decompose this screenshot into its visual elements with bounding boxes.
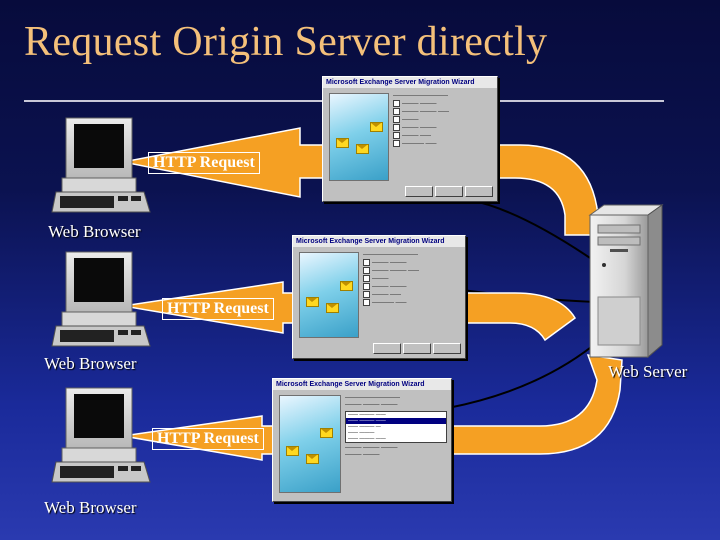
- tower-server-icon: [590, 205, 662, 357]
- web-browser-label-2: Web Browser: [44, 354, 137, 374]
- cancel-button[interactable]: [433, 343, 461, 354]
- http-request-label-3: HTTP Request: [152, 428, 264, 450]
- http-request-label-2: HTTP Request: [162, 298, 274, 320]
- checkbox[interactable]: [363, 267, 370, 274]
- envelope-icon: [306, 454, 319, 464]
- checkbox[interactable]: [393, 108, 400, 115]
- envelope-icon: [320, 428, 333, 438]
- dialog-title: Microsoft Exchange Server Migration Wiza…: [323, 77, 497, 88]
- wizard-dialog-2: Microsoft Exchange Server Migration Wiza…: [292, 235, 466, 359]
- checkbox[interactable]: [393, 116, 400, 123]
- envelope-icon: [356, 144, 369, 154]
- web-browser-label-1: Web Browser: [48, 222, 141, 242]
- checkbox[interactable]: [393, 132, 400, 139]
- envelope-icon: [336, 138, 349, 148]
- http-request-label-1: HTTP Request: [148, 152, 260, 174]
- next-button[interactable]: [435, 186, 463, 197]
- wizard-artwork: [279, 395, 341, 493]
- envelope-icon: [286, 446, 299, 456]
- wizard-artwork: [329, 93, 389, 181]
- dialog-content: —————————— ——— ——— ——— ——— —— ——— ——— ——…: [393, 93, 493, 148]
- checkbox[interactable]: [393, 100, 400, 107]
- checkbox[interactable]: [363, 283, 370, 290]
- checkbox[interactable]: [393, 124, 400, 131]
- checkbox[interactable]: [393, 140, 400, 147]
- desktop-computer-icon: [52, 252, 150, 346]
- wizard-artwork: [299, 252, 359, 338]
- web-browser-label-3: Web Browser: [44, 498, 137, 518]
- next-button[interactable]: [403, 343, 431, 354]
- dialog-content: —————————— ——— ——— ——— —— ——— —— —— ——— …: [345, 395, 447, 459]
- migration-list[interactable]: —— ——— —— —— ——— —— —— ——— — —— ——— —— —…: [345, 411, 447, 443]
- cancel-button[interactable]: [465, 186, 493, 197]
- back-button[interactable]: [373, 343, 401, 354]
- content-line: ——————————: [393, 93, 493, 100]
- envelope-icon: [340, 281, 353, 291]
- dialog-title: Microsoft Exchange Server Migration Wiza…: [293, 236, 465, 247]
- back-button[interactable]: [405, 186, 433, 197]
- checkbox[interactable]: [363, 275, 370, 282]
- wizard-dialog-3: Microsoft Exchange Server Migration Wiza…: [272, 378, 452, 502]
- envelope-icon: [326, 303, 339, 313]
- envelope-icon: [306, 297, 319, 307]
- checkbox[interactable]: [363, 291, 370, 298]
- dialog-content: —————————— ——— ——— ——— ——— —— ——— ——— ——…: [363, 252, 461, 307]
- dialog-title: Microsoft Exchange Server Migration Wiza…: [273, 379, 451, 390]
- connector-line-3: [448, 340, 600, 408]
- wizard-dialog-1: Microsoft Exchange Server Migration Wiza…: [322, 76, 498, 202]
- envelope-icon: [370, 122, 383, 132]
- dialog-buttons: [405, 186, 493, 197]
- web-server-label: Web Server: [608, 362, 687, 382]
- checkbox[interactable]: [363, 259, 370, 266]
- checkbox[interactable]: [363, 299, 370, 306]
- dialog-buttons: [373, 343, 461, 354]
